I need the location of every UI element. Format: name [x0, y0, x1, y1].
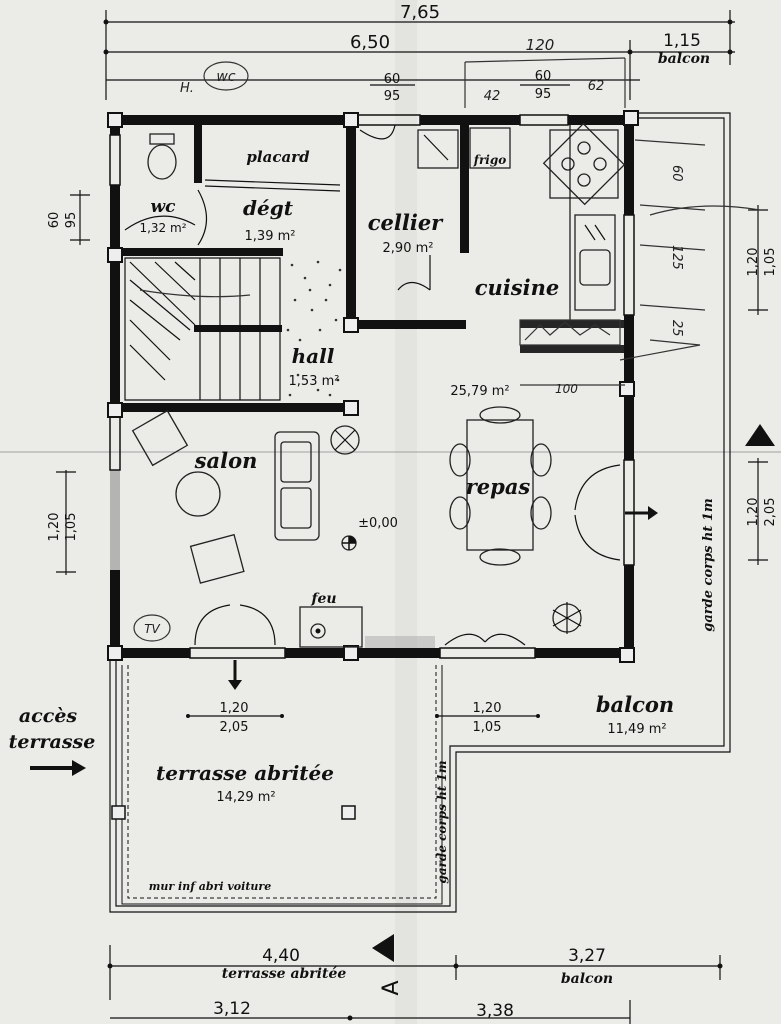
balcony-outline	[109, 112, 731, 913]
dim-right-door-bottom: 2,05	[763, 498, 778, 527]
dim-right-window-top: 1,20	[746, 248, 761, 277]
acces-label-line1: accès	[19, 705, 78, 727]
dim-left-window2-top: 1,20	[47, 513, 62, 542]
room-degt-name: dégt	[243, 196, 294, 220]
dim-bottom-balcon-label: balcon	[561, 971, 613, 987]
dim-top-balcon-label: balcon	[658, 51, 710, 67]
room-terrasse-area: 14,29 m²	[216, 790, 275, 805]
living-area: 25,79 m²	[450, 384, 509, 399]
dim-top-balcon: 1,15	[663, 31, 701, 51]
room-wc-area: 1,32 m²	[139, 221, 186, 235]
dim-bottom-balcon: 3,27	[568, 946, 606, 966]
room-cuisine-name: cuisine	[475, 275, 559, 300]
section-arrow-bottom-icon	[372, 934, 394, 962]
garde-corps-terrasse: garde corps ht 1m	[435, 760, 449, 883]
dim-left-window-top: 60	[47, 212, 62, 229]
dim-window-a-bottom: 95	[384, 89, 401, 104]
dim-bottom-terrasse-label: terrasse abritée	[222, 966, 347, 982]
dim-right-window-bottom: 1,05	[763, 248, 778, 277]
hand-62: 62	[588, 79, 605, 94]
handwritten-balcony-notes: 60 125 25 TV	[144, 165, 684, 636]
fixtures: 100	[124, 120, 761, 690]
dim-window-b-bottom: 95	[535, 87, 552, 102]
bottom-dimensions: 4,40 terrasse abritée 3,27 balcon 3,12 3…	[107, 945, 723, 1024]
hand-125: 125	[669, 245, 684, 270]
dining-table	[466, 419, 534, 551]
room-hall-area: 1,53 m²	[289, 374, 340, 389]
top-dimensions: 7,65 6,50 1,15 balcon 60 95 60 95	[103, 2, 735, 104]
dim-bottom-terrasse: 4,40	[262, 946, 300, 966]
garde-corps-right: garde corps ht 1m	[701, 498, 716, 631]
dim-left-window-bottom: 95	[64, 212, 79, 229]
annotations: accès terrasse garde corps ht 1m garde c…	[9, 498, 716, 995]
dim-right-door-top: 1,20	[746, 498, 761, 527]
hand-42: 42	[484, 89, 501, 104]
hall-stipple	[286, 260, 342, 397]
right-dimensions: 1,20 1,05 1,20 2,05	[745, 205, 778, 565]
room-repas-name: repas	[466, 474, 531, 499]
dim-bottom-left: 3,12	[213, 999, 251, 1019]
room-placard-name: placard	[246, 148, 310, 166]
room-balcon-name: balcon	[596, 692, 674, 717]
hand-wc: wc	[216, 69, 235, 85]
room-frigo-name: frigo	[473, 153, 506, 167]
room-cellier-name: cellier	[368, 210, 444, 235]
staircase	[124, 257, 281, 401]
hand-tv: TV	[144, 622, 160, 636]
dim-window-a-top: 60	[384, 72, 401, 87]
door-dimensions: 1,20 2,05 1,20 1,05	[186, 701, 540, 735]
hand-100: 100	[555, 382, 578, 396]
dim-door-salon-bottom: 2,05	[220, 720, 249, 735]
room-degt-area: 1,39 m²	[245, 229, 296, 244]
room-hall-name: hall	[292, 344, 335, 368]
room-cellier-area: 2,90 m²	[383, 241, 434, 256]
acces-arrow-icon	[72, 760, 86, 776]
dim-top-main: 6,50	[350, 32, 390, 53]
section-marker-a: A	[379, 980, 404, 995]
room-salon-name: salon	[194, 448, 258, 473]
room-balcon-area: 11,49 m²	[607, 722, 666, 737]
dim-window-b-top: 60	[535, 69, 552, 84]
room-terrasse-name: terrasse abritée	[156, 761, 334, 785]
dim-bottom-right: 3,38	[476, 1001, 514, 1021]
fireplace	[299, 606, 363, 648]
hand-120: 120	[526, 36, 555, 54]
level-mark: ±0,00	[358, 516, 398, 531]
walls	[107, 110, 639, 820]
room-wc-name: wc	[151, 197, 177, 217]
dim-door-salon-top: 1,20	[220, 701, 249, 716]
room-feu-name: feu	[310, 591, 336, 607]
left-dimensions: 60 95 1,20 1,05	[47, 190, 90, 575]
dim-door-repas-top: 1,20	[473, 701, 502, 716]
toilet-icon	[147, 144, 177, 180]
section-arrow-right-icon	[745, 424, 775, 446]
sofa	[274, 431, 320, 541]
dim-door-repas-bottom: 1,05	[473, 720, 502, 735]
handwritten-top-notes: H. wc 120 42 62	[180, 36, 626, 108]
acces-label-line2: terrasse	[9, 731, 96, 753]
cooktop-icon	[549, 129, 619, 199]
room-labels: wc 1,32 m² placard dégt 1,39 m² cellier …	[139, 148, 674, 805]
paper-fold	[395, 0, 417, 1024]
hand-25: 25	[669, 320, 684, 337]
dim-top-total: 7,65	[400, 2, 440, 23]
dim-left-window2-bottom: 1,05	[64, 513, 79, 542]
plant-icon	[552, 602, 582, 634]
mur-inf-label: mur inf abri voiture	[149, 880, 271, 893]
hand-60: 60	[669, 165, 684, 182]
coffee-table	[175, 471, 221, 517]
sink-icon	[574, 214, 616, 311]
hand-h: H.	[180, 81, 194, 96]
